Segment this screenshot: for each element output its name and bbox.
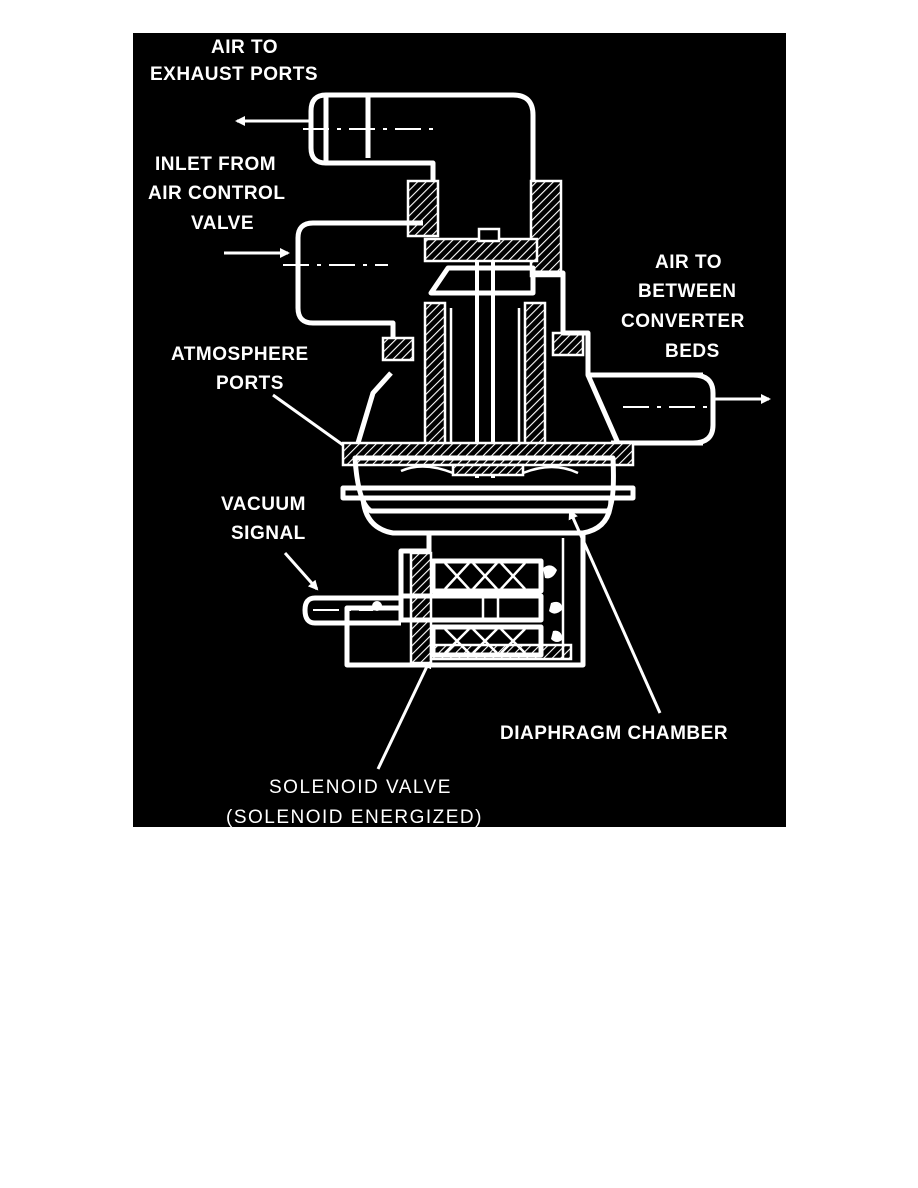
left-collar-hatch [406,179,440,238]
svg-text:EXHAUST PORTS: EXHAUST PORTS [150,64,318,85]
converter-tube-end [692,372,716,446]
coil-upper-windings [444,562,526,590]
coil-lower [430,624,544,658]
svg-text:BEDS: BEDS [665,341,720,362]
svg-text:BETWEEN: BETWEEN [638,281,737,302]
svg-text:AIR TO: AIR TO [655,252,722,273]
label-inlet-from-air-control: INLET FROM AIR CONTROL VALVE [148,154,285,234]
valve-disc-cap [477,227,501,243]
valve-cross-section-diagram: AIR TO EXHAUST PORTS INLET FROM AIR CONT… [133,33,786,827]
svg-text:CONVERTER: CONVERTER [621,311,745,332]
label-air-to-exhaust: AIR TO EXHAUST PORTS [150,37,318,85]
valve-disc [423,237,539,263]
inlet-tube-end [295,220,314,326]
diaphragm-upper-hatch [341,441,635,467]
svg-text:AIR CONTROL: AIR CONTROL [148,183,285,204]
plunger-grooves [481,596,500,620]
guide-inner-lines [449,308,521,453]
lower-housing-sides [352,371,621,455]
guide-right-wall [523,301,547,455]
vacuum-nipple-tube [315,595,401,626]
solenoid-housing-wall [409,551,433,665]
left-flange-hatch [381,336,415,362]
coil-upper [430,558,544,594]
vacuum-leader-arrow [283,552,319,591]
svg-text:INLET FROM: INLET FROM [155,154,276,175]
diaphragm-plate [451,463,525,477]
solenoid-housing [344,530,586,668]
guide-left-wall [423,301,447,455]
svg-text:ATMOSPHERE: ATMOSPHERE [171,344,309,365]
label-atmosphere-ports: ATMOSPHERE PORTS [171,344,309,394]
solenoid-plunger [398,593,544,623]
solenoid-leader-arrow [376,658,432,770]
diagram-canvas: AIR TO EXHAUST PORTS INLET FROM AIR CONT… [148,37,771,827]
diaphragm-lower-housing [360,497,614,536]
guide-top [428,265,536,296]
coil-lower-windings [444,628,526,654]
svg-text:(SOLENOID ENERGIZED): (SOLENOID ENERGIZED) [226,807,483,827]
diaphragm-flange [340,485,636,501]
vacuum-orifice [372,601,382,611]
solenoid-terminal-contacts [543,565,563,642]
label-air-to-converter-beds: AIR TO BETWEEN CONVERTER BEDS [621,252,745,362]
label-vacuum-signal: VACUUM SIGNAL [221,494,306,544]
label-solenoid-valve: SOLENOID VALVE (SOLENOID ENERGIZED) [226,777,483,827]
svg-text:AIR TO: AIR TO [211,37,278,58]
svg-text:VACUUM: VACUUM [221,494,306,515]
label-diaphragm-chamber: DIAPHRAGM CHAMBER [500,723,728,744]
svg-text:VALVE: VALVE [191,213,254,234]
svg-text:PORTS: PORTS [216,373,284,394]
right-collar-hatch [529,179,563,278]
svg-text:SOLENOID VALVE: SOLENOID VALVE [269,777,452,798]
svg-text:SIGNAL: SIGNAL [231,523,306,544]
vacuum-nipple-end [302,595,316,626]
right-flange-hatch [551,331,585,357]
